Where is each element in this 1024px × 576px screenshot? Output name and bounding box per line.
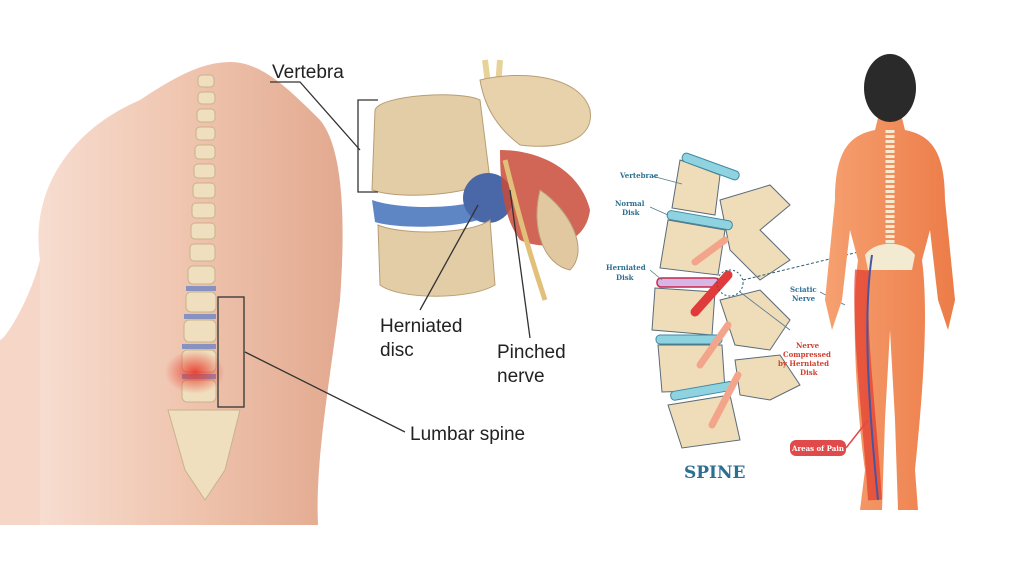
spine-side-diagram bbox=[649, 152, 876, 449]
spine-title: SPINE bbox=[684, 463, 746, 483]
label-normal-disk-line2: Disk bbox=[622, 208, 640, 217]
label-nerve-compressed-line1: Nerve bbox=[796, 341, 820, 350]
label-normal-disk-line1: Normal bbox=[615, 199, 645, 208]
sciatic-nerve-path bbox=[866, 254, 879, 501]
vertebra-closeup-illustration bbox=[244, 59, 591, 433]
pinched-nerve-shape bbox=[502, 159, 548, 301]
label-herniated-disk-line1: Herniated bbox=[606, 263, 646, 272]
pain-region bbox=[854, 269, 882, 501]
hair bbox=[864, 54, 916, 122]
label-areas-of-pain: Areas of Pain bbox=[791, 444, 844, 453]
label-lumbar-spine: Lumbar spine bbox=[410, 424, 525, 445]
label-herniated-disc-line1: Herniated bbox=[380, 316, 462, 337]
body-back-figure bbox=[825, 54, 955, 510]
pain-area bbox=[165, 350, 225, 394]
herniated-disk-shape bbox=[656, 277, 720, 288]
label-vertebrae: Vertebrae bbox=[619, 171, 659, 180]
lumbar-bracket bbox=[217, 296, 245, 408]
label-herniated-disk-line2: Disk bbox=[616, 273, 634, 282]
label-pinched-nerve-line2: nerve bbox=[497, 366, 545, 387]
compressed-nerve-shape bbox=[690, 270, 733, 317]
label-sciatic-nerve-line1: Sciatic bbox=[790, 285, 817, 294]
label-nerve-compressed-line2: Compressed bbox=[783, 350, 831, 359]
spine-column bbox=[167, 74, 241, 501]
label-pinched-nerve-line1: Pinched bbox=[497, 342, 566, 363]
back-torso-illustration bbox=[0, 62, 343, 525]
label-herniated-disc-line2: disc bbox=[380, 340, 414, 361]
label-nerve-compressed-line3: by Herniated bbox=[778, 359, 829, 368]
label-nerve-compressed-line4: Disk bbox=[800, 368, 818, 377]
label-vertebra: Vertebra bbox=[272, 62, 344, 83]
label-sciatic-nerve-line2: Nerve bbox=[792, 294, 816, 303]
areas-of-pain-badge: Areas of Pain bbox=[790, 419, 869, 456]
